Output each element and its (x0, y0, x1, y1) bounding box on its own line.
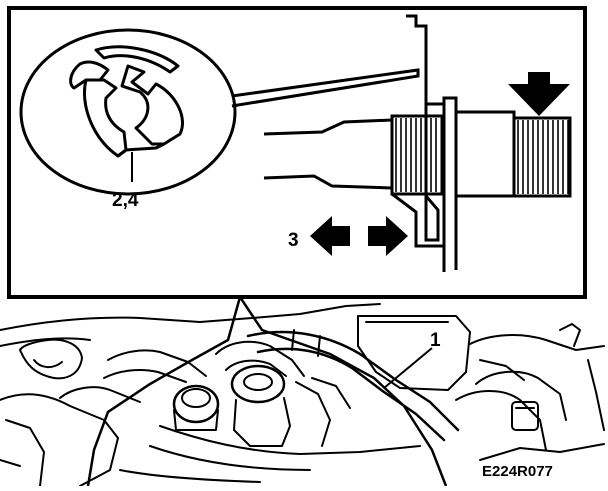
detail-inset (7, 6, 587, 487)
label-direction: 3 (288, 230, 299, 251)
label-part-hose: 1 (430, 330, 441, 351)
left-reservoir (19, 338, 83, 380)
clip-zoom-circle (19, 28, 420, 196)
figure-code: E224R077 (482, 463, 553, 480)
knurl-hatching (395, 118, 569, 194)
air-box (357, 315, 471, 391)
throttle-housing (230, 364, 286, 404)
connector-body (456, 110, 516, 198)
label-part-clip: 2,4 (112, 190, 139, 211)
engine-bay (0, 303, 605, 487)
sleeve-right (512, 116, 572, 198)
zoom-circle (19, 28, 237, 196)
hood-edge (0, 303, 381, 331)
coolant-hose (246, 330, 460, 432)
detail-frame (7, 6, 587, 299)
move-arrows-icon (310, 216, 408, 256)
hose-upper-edge (263, 118, 393, 136)
brake-fluid-cap (511, 401, 539, 431)
hose-leader-line (383, 347, 433, 389)
sleeve-left (390, 114, 444, 196)
oil-filler-cap (172, 384, 220, 424)
retaining-clip (69, 45, 184, 158)
intake-pipe (107, 349, 207, 377)
callout-leader-lines (86, 296, 448, 487)
push-arrow-icon (508, 72, 570, 116)
hose-lower-edge (263, 174, 393, 190)
hose-connector (263, 14, 572, 272)
zoom-pointer (231, 68, 420, 108)
brake-booster (475, 370, 567, 421)
